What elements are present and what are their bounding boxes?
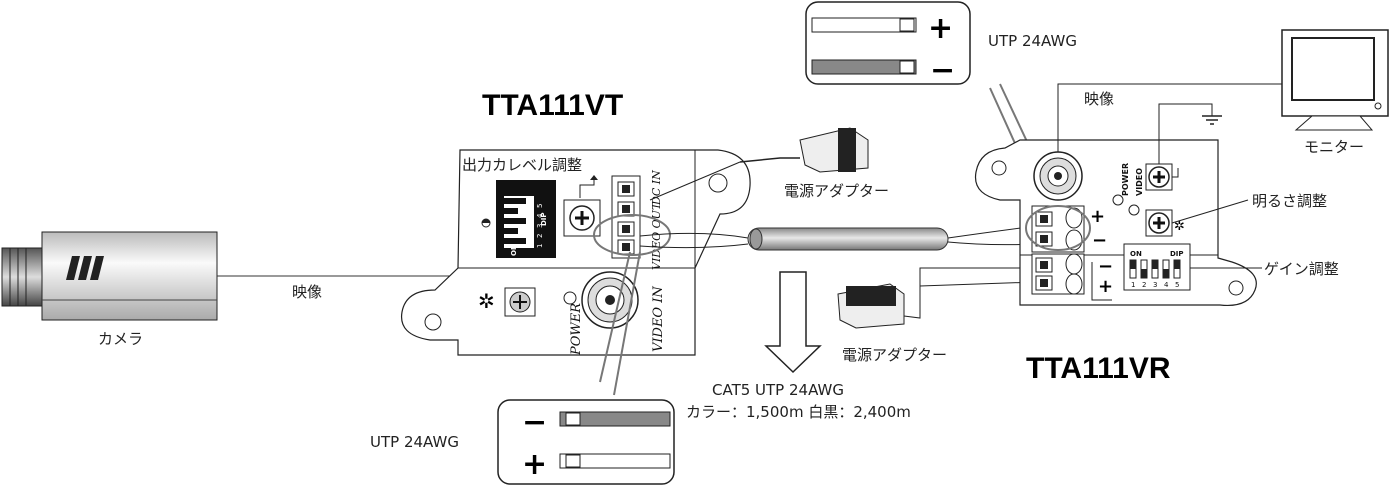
transmitter-dip-switch[interactable]: DIP ON 1 2 3 4 5 bbox=[496, 180, 556, 258]
rx-video-label: VIDEO bbox=[1135, 168, 1144, 196]
rx-dip-num-2: 2 bbox=[1142, 281, 1146, 289]
rx-on-label: ON bbox=[1130, 250, 1142, 258]
brightness-icon: ✲ bbox=[1174, 219, 1185, 234]
down-arrow-icon bbox=[764, 271, 822, 374]
rx-dip-label: DIP bbox=[1170, 250, 1184, 258]
rx-top-plus: + bbox=[1090, 206, 1105, 227]
utp-detail-bottom: − + UTP 24AWG bbox=[370, 399, 675, 485]
camera-lens bbox=[1, 247, 43, 307]
utp-bottom-minus: − bbox=[522, 405, 547, 440]
monitor: モニター bbox=[1281, 29, 1389, 156]
ground-line bbox=[1158, 103, 1213, 164]
rx-dip-num-5: 5 bbox=[1175, 281, 1179, 289]
rx-video-led bbox=[1128, 204, 1140, 216]
video-line-monitor bbox=[1057, 83, 1282, 152]
rx-bottom-plus: + bbox=[1098, 276, 1113, 297]
rx-terminal-highlight bbox=[1025, 205, 1091, 251]
tx-video-out-label: VIDEO OUT bbox=[650, 201, 663, 270]
utp-bottom-plus: + bbox=[522, 447, 547, 482]
camera-label: カメラ bbox=[98, 330, 143, 348]
rx-bottom-minus: − bbox=[1098, 256, 1113, 277]
video-signal-right-label: 映像 bbox=[1084, 90, 1114, 108]
power-adapter-bottom: 電源アダプター bbox=[837, 267, 1037, 364]
level-adjust-label: 出力カレベル調整 bbox=[462, 156, 582, 174]
ground-icon bbox=[1202, 115, 1222, 125]
brightness-label: 明るさ調整 bbox=[1252, 192, 1327, 210]
brightness-icon-tx: ✲ bbox=[478, 289, 495, 313]
transmitter-unit: TTA111VT 出力カレベル調整 DIP ON 1 2 3 4 5 bbox=[400, 89, 751, 396]
tx-video-in-label: VIDEO IN bbox=[651, 286, 666, 352]
camera-logo bbox=[66, 256, 104, 280]
rx-dip-num-1: 1 bbox=[1131, 281, 1135, 289]
receiver-unit: POWER VIDEO ✲ bbox=[974, 139, 1257, 385]
rx-dip-switch[interactable]: ON DIP 1 2 3 4 5 bbox=[1123, 243, 1191, 291]
level-adjust-screw[interactable] bbox=[563, 199, 601, 237]
rx-bnc-video-out-connector[interactable] bbox=[1033, 151, 1083, 201]
receiver-title: TTA111VR bbox=[1026, 352, 1171, 385]
power-adapter-top: 電源アダプター bbox=[649, 127, 889, 201]
rx-dip-num-4: 4 bbox=[1164, 281, 1169, 289]
adapter-top-label: 電源アダプター bbox=[784, 182, 889, 200]
rx-mount-hole-left bbox=[991, 160, 1007, 176]
rx-dip-num-3: 3 bbox=[1153, 281, 1157, 289]
utp-detail-top: + − UTP 24AWG bbox=[805, 1, 1077, 213]
gain-label: ゲイン調整 bbox=[1264, 260, 1339, 278]
mount-hole-right bbox=[708, 173, 728, 193]
rx-power-led bbox=[1112, 194, 1124, 206]
utp-top-minus: − bbox=[930, 53, 955, 88]
tx-dip-label: DIP bbox=[540, 212, 548, 226]
mount-hole-left bbox=[424, 313, 442, 331]
video-signal-left-label: 映像 bbox=[292, 283, 322, 301]
tx-dip-num-3: 3 bbox=[536, 224, 544, 228]
transmitter-terminal-block bbox=[611, 175, 641, 259]
rx-mount-hole-right bbox=[1228, 280, 1244, 296]
receiver-body bbox=[974, 139, 1257, 307]
cable-type-label: CAT5 UTP 24AWG bbox=[712, 381, 844, 399]
tx-dc-in-label: DC IN bbox=[650, 170, 663, 206]
rx-top-minus: − bbox=[1092, 230, 1107, 251]
utp-top-label: UTP 24AWG bbox=[988, 32, 1077, 50]
tx-dip-num-5: 5 bbox=[536, 204, 544, 208]
cable-distance-label: カラー：1,500m 白黒：2,400m bbox=[686, 403, 911, 421]
tx-dip-num-1: 1 bbox=[536, 244, 544, 248]
tx-terminal-highlight bbox=[593, 214, 671, 256]
monitor-label: モニター bbox=[1304, 138, 1364, 156]
ground-arrow-icon bbox=[579, 180, 595, 198]
tx-dip-num-4: 4 bbox=[536, 213, 544, 218]
tx-dip-num-2: 2 bbox=[536, 234, 544, 238]
tx-power-label: POWER bbox=[569, 303, 584, 356]
transmitter-body bbox=[400, 149, 751, 356]
adapter-bottom-label: 電源アダプター bbox=[842, 346, 947, 364]
rx-power-label: POWER bbox=[1121, 163, 1130, 196]
utp-bottom-label: UTP 24AWG bbox=[370, 433, 459, 451]
power-led-tx bbox=[563, 291, 577, 305]
transmitter-adjust-knob[interactable] bbox=[504, 287, 536, 317]
bnc-video-in-connector[interactable] bbox=[581, 271, 639, 329]
tx-on-label: ON bbox=[510, 244, 518, 256]
transmitter-title: TTA111VT bbox=[482, 89, 623, 122]
camera: カメラ bbox=[1, 231, 218, 348]
brightness-adjust-screw[interactable] bbox=[1145, 209, 1173, 237]
rx-video-output-terminal[interactable] bbox=[1145, 163, 1173, 191]
rx-terminal-block-bottom bbox=[1031, 253, 1085, 295]
utp-top-plus: + bbox=[928, 11, 953, 46]
